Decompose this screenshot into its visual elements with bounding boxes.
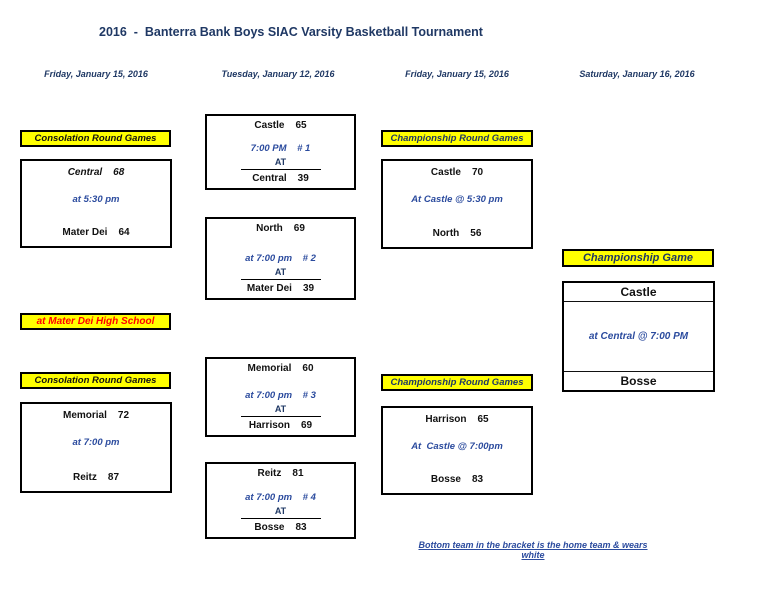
team-row: Mater Dei 39	[247, 282, 314, 295]
team-score: 64	[118, 227, 130, 238]
at-separator: AT	[240, 267, 321, 280]
game-box-semi-4: Reitz 81 at 7:00 pm # 4 AT Bosse 83	[205, 462, 356, 539]
game-box-semi-2: North 69 at 7:00 pm # 2 AT Mater Dei 39	[205, 217, 356, 300]
at-separator: AT	[240, 157, 321, 170]
team-score: 69	[293, 223, 305, 234]
team-score: 65	[477, 414, 489, 425]
at-separator: AT	[240, 506, 321, 519]
game-time: 7:00 PM # 1	[250, 143, 311, 154]
team-name: Harrison	[248, 420, 290, 431]
game-time: at 7:00 pm	[72, 437, 120, 448]
home-team-note: Bottom team in the bracket is the home t…	[418, 540, 648, 560]
team-score: 39	[297, 173, 309, 184]
team-row: Reitz 87	[73, 471, 119, 484]
final-top-team-row: Castle	[564, 283, 713, 302]
team-row: Bosse 83	[431, 473, 483, 486]
team-score: 69	[301, 420, 313, 431]
team-score: 60	[302, 363, 314, 374]
team-row: Central 39	[252, 172, 309, 185]
column-date-4: Saturday, January 16, 2016	[579, 69, 695, 79]
team-name: Central	[67, 167, 103, 178]
final-middle: at Central @ 7:00 PM	[564, 302, 713, 371]
team-name: North	[432, 228, 460, 239]
game-time: at 7:00 pm # 2	[245, 253, 316, 264]
team-row: Castle 70	[431, 166, 483, 179]
team-name: Castle	[430, 167, 461, 178]
team-row: Mater Dei 64	[62, 226, 129, 239]
team-name: North	[256, 223, 283, 234]
team-name: Bosse	[620, 374, 657, 388]
team-name: Memorial	[62, 410, 107, 421]
team-name: Mater Dei	[246, 283, 292, 294]
label-championship-top: Championship Round Games	[381, 130, 533, 147]
team-name: Mater Dei	[62, 227, 108, 238]
label-championship-game: Championship Game	[562, 249, 714, 267]
game-time: at 7:00 pm # 4	[245, 492, 316, 503]
column-date-1: Friday, January 15, 2016	[44, 69, 148, 79]
game-time: at 5:30 pm	[72, 194, 120, 205]
team-name: Reitz	[72, 472, 97, 483]
team-score: 65	[295, 120, 307, 131]
label-venue: at Mater Dei High School	[20, 313, 171, 330]
team-score: 83	[471, 474, 484, 485]
game-box-consolation-1: Central 68 at 5:30 pm Mater Dei 64	[20, 159, 172, 248]
team-row: Reitz 81	[257, 467, 303, 480]
team-row: Central 68	[68, 166, 125, 179]
at-separator: AT	[240, 404, 321, 417]
team-name: Reitz	[257, 468, 282, 479]
team-row: Castle 65	[254, 119, 306, 132]
final-bottom-team-row: Bosse	[564, 371, 713, 390]
team-row: North 69	[256, 222, 305, 235]
team-name: Bosse	[430, 474, 461, 485]
team-row: North 56	[433, 227, 482, 240]
team-score: 87	[107, 472, 120, 483]
team-score: 39	[302, 283, 315, 294]
team-name: Central	[252, 173, 287, 184]
game-box-championship-1: Castle 70 At Castle @ 5:30 pm North 56	[381, 159, 533, 249]
team-score: 81	[292, 468, 304, 479]
team-name: Harrison	[425, 414, 467, 425]
team-row: Harrison 65	[425, 413, 488, 426]
label-championship-bottom: Championship Round Games	[381, 374, 533, 391]
game-box-final: Castle at Central @ 7:00 PM Bosse	[562, 281, 715, 392]
team-score: 70	[471, 167, 484, 178]
game-time: at 7:00 pm # 3	[245, 390, 316, 401]
game-time: At Castle @ 7:00pm	[411, 441, 503, 452]
game-box-semi-3: Memorial 60 at 7:00 pm # 3 AT Harrison 69	[205, 357, 356, 437]
column-date-3: Friday, January 15, 2016	[405, 69, 509, 79]
team-name: Castle	[254, 120, 285, 131]
team-name: Bosse	[254, 522, 285, 533]
team-name: Memorial	[247, 363, 292, 374]
team-score: 56	[470, 228, 482, 239]
page-title: 2016 - Banterra Bank Boys SIAC Varsity B…	[99, 25, 483, 39]
team-row: Bosse 83	[254, 521, 306, 534]
team-score: 72	[117, 410, 130, 421]
label-consolation-bottom: Consolation Round Games	[20, 372, 171, 389]
label-consolation-top: Consolation Round Games	[20, 130, 171, 147]
game-time: at Central @ 7:00 PM	[588, 330, 689, 342]
team-score: 68	[113, 167, 125, 178]
game-box-semi-1: Castle 65 7:00 PM # 1 AT Central 39	[205, 114, 356, 190]
game-box-championship-2: Harrison 65 At Castle @ 7:00pm Bosse 83	[381, 406, 533, 495]
team-score: 83	[295, 522, 307, 533]
game-box-consolation-2: Memorial 72 at 7:00 pm Reitz 87	[20, 402, 172, 493]
team-row: Memorial 60	[247, 362, 313, 375]
team-name: Castle	[620, 285, 657, 299]
game-time: At Castle @ 5:30 pm	[411, 194, 503, 205]
column-date-2: Tuesday, January 12, 2016	[221, 69, 335, 79]
team-row: Memorial 72	[63, 409, 129, 422]
team-row: Harrison 69	[249, 419, 312, 432]
